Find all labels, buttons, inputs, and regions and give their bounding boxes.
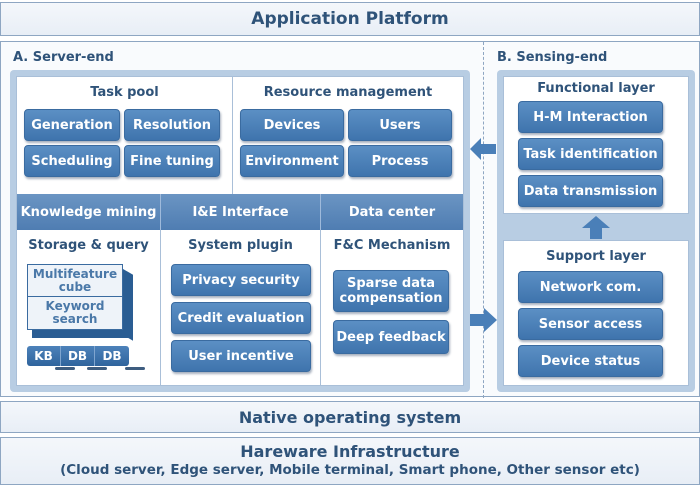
cube-bottom-label: Keyword search	[45, 299, 105, 326]
functional-layer-panel: Functional layer H-M Interaction Task id…	[503, 76, 689, 214]
sparse-data-compensation-box: Sparse data compensation	[333, 270, 449, 312]
users-box: Users	[348, 109, 452, 141]
data-center-label: Data center	[348, 204, 436, 220]
system-plugin-title: System plugin	[188, 238, 293, 253]
sensing-end-title: B. Sensing-end	[497, 50, 608, 65]
multifeature-cube: Multifeature cube Keyword search	[27, 264, 135, 341]
deep-feedback-box: Deep feedback	[333, 320, 449, 354]
knowledge-mining-label: Knowledge mining	[17, 194, 161, 230]
storage-query-title: Storage & query	[28, 238, 149, 253]
middle-region: A. Server-end B. Sensing-end Task pool G…	[0, 41, 700, 398]
arrow-right-icon	[470, 308, 497, 332]
hardware-infrastructure-layer: Hareware Infrastructure (Cloud server, E…	[0, 437, 700, 485]
system-plugin-panel: System plugin Privacy security Credit ev…	[161, 230, 321, 385]
resource-management-title: Resource management	[263, 85, 433, 100]
cube-top-label: Multifeature cube	[28, 265, 122, 297]
sensing-end-frame: Functional layer H-M Interaction Task id…	[497, 70, 695, 392]
resolution-box: Resolution	[124, 109, 220, 141]
hardware-title: Hareware Infrastructure	[240, 442, 460, 461]
server-end-panel: Task pool Generation Resolution Scheduli…	[16, 76, 464, 386]
functional-layer-title: Functional layer	[537, 81, 655, 96]
resource-management-panel: Resource management Devices Users Enviro…	[233, 77, 463, 194]
hm-interaction-box: H-M Interaction	[518, 101, 663, 133]
privacy-security-box: Privacy security	[171, 264, 311, 296]
hardware-subtitle: (Cloud server, Edge server, Mobile termi…	[60, 462, 640, 478]
support-layer-title: Support layer	[546, 249, 646, 264]
devices-box: Devices	[240, 109, 344, 141]
task-pool-panel: Task pool Generation Resolution Scheduli…	[17, 77, 233, 194]
kb-database-icon: KB	[27, 346, 61, 366]
ie-interface-label: I&E Interface	[161, 194, 321, 230]
server-end-title: A. Server-end	[13, 50, 114, 65]
db-database-icon: DB	[61, 346, 95, 366]
native-os-layer: Native operating system	[0, 401, 700, 433]
native-os-title: Native operating system	[238, 407, 462, 427]
environment-box: Environment	[240, 145, 344, 177]
storage-query-panel: Storage & query Multifeature cube Keywor…	[17, 230, 161, 385]
application-platform-layer: Application Platform	[0, 2, 700, 36]
support-layer-panel: Support layer Network com. Sensor access…	[503, 240, 689, 386]
user-incentive-box: User incentive	[171, 340, 311, 372]
data-transmission-box: Data transmission	[518, 175, 663, 207]
process-box: Process	[348, 145, 452, 177]
db-database-icon: DB	[95, 346, 129, 366]
arrow-left-icon	[470, 138, 496, 160]
task-identification-box: Task identification	[518, 138, 663, 170]
task-pool-title: Task pool	[90, 85, 159, 100]
middle-bar: Knowledge mining I&E Interface Data cent…	[17, 194, 463, 230]
fc-mechanism-panel: F&C Mechanism Sparse data compensation D…	[321, 230, 463, 385]
credit-evaluation-box: Credit evaluation	[171, 302, 311, 334]
device-status-box: Device status	[518, 345, 663, 377]
fine-tuning-box: Fine tuning	[124, 145, 220, 177]
arrow-up-icon	[582, 216, 610, 239]
generation-box: Generation	[24, 109, 120, 141]
scheduling-box: Scheduling	[24, 145, 120, 177]
database-row: KB DB DB	[27, 346, 129, 366]
server-end-frame: Task pool Generation Resolution Scheduli…	[10, 70, 470, 392]
network-com-box: Network com.	[518, 271, 663, 303]
database-base-line	[47, 367, 157, 370]
application-platform-title: Application Platform	[251, 9, 449, 29]
sensor-access-box: Sensor access	[518, 308, 663, 340]
dashed-divider	[483, 42, 484, 398]
fc-mechanism-title: F&C Mechanism	[333, 238, 451, 253]
